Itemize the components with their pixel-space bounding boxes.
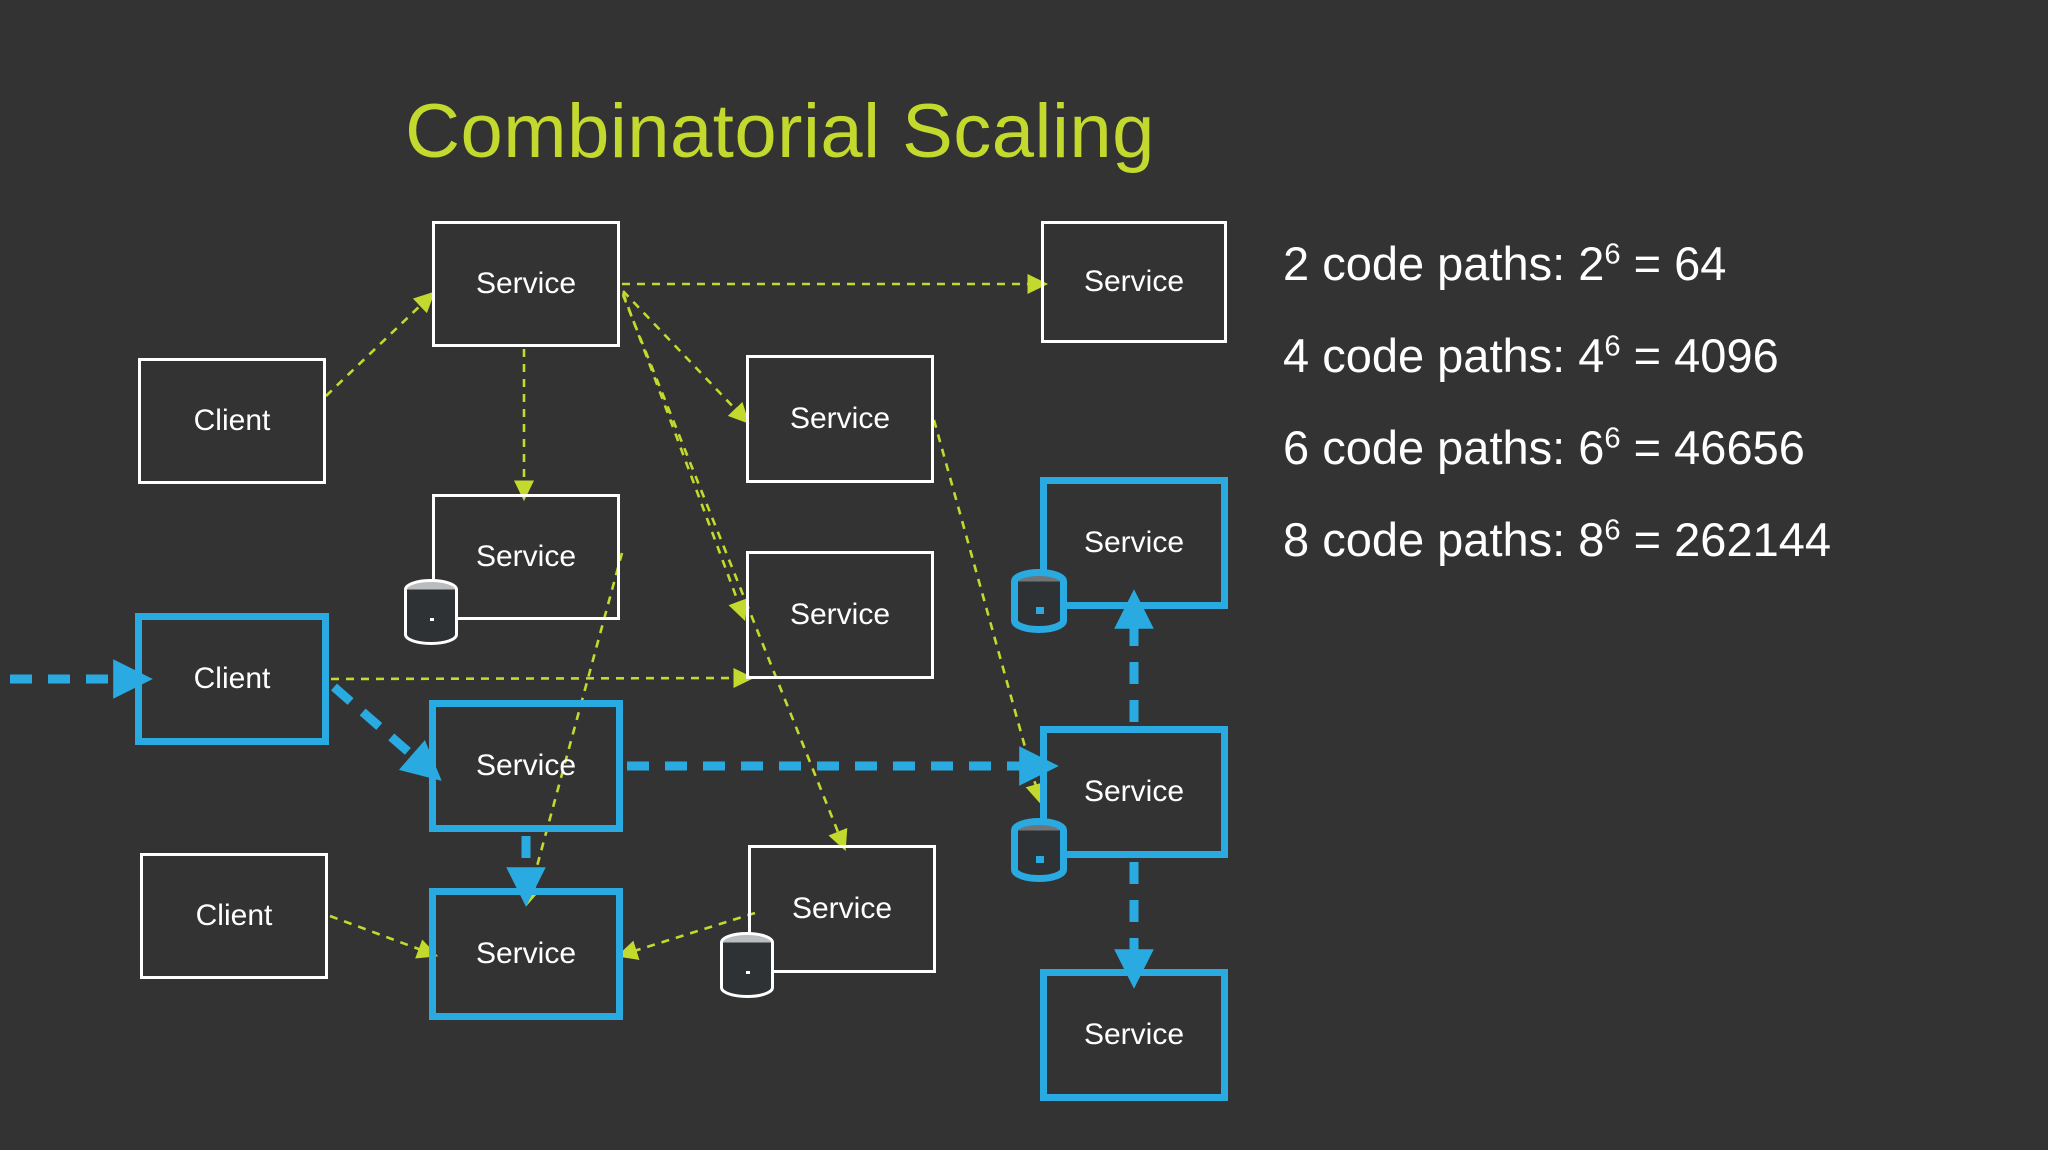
node-service-a[interactable]: Service xyxy=(432,221,620,347)
node-label: Service xyxy=(1083,526,1185,559)
node-label: Client xyxy=(195,899,273,932)
page-title: Combinatorial Scaling xyxy=(405,89,1155,174)
legend-line-result: = 4096 xyxy=(1620,329,1779,382)
edge-service-e-to-service-j xyxy=(932,419,1046,805)
legend-line-result: = 64 xyxy=(1620,237,1727,290)
edge-client-mid-to-service-c xyxy=(331,683,442,781)
database-connector xyxy=(1035,856,1044,863)
node-client-top[interactable]: Client xyxy=(138,358,326,484)
node-label: Service xyxy=(1083,775,1185,808)
database-cylinder-icon xyxy=(1011,569,1067,633)
node-label: Service xyxy=(1083,1018,1185,1051)
edge-service-g-to-service-d xyxy=(616,911,756,960)
node-label: Service xyxy=(475,267,577,300)
node-label: Service xyxy=(475,540,577,573)
database-connector xyxy=(1035,607,1044,614)
legend-line-exponent: 6 xyxy=(1604,514,1621,547)
node-service-d[interactable]: Service xyxy=(429,888,623,1020)
node-service-e[interactable]: Service xyxy=(746,355,934,483)
edge-service-a-to-service-f xyxy=(621,292,748,622)
edge-service-b-to-service-d xyxy=(521,552,624,907)
legend-line-prefix: 4 code paths: 4 xyxy=(1283,329,1605,382)
node-label: Service xyxy=(789,402,891,435)
database-cylinder-icon xyxy=(1011,818,1067,882)
edge-client-bottom-to-service-d xyxy=(329,914,439,959)
database-connector xyxy=(429,618,434,621)
edge-group-plain xyxy=(325,273,1049,960)
legend-line-prefix: 8 code paths: 8 xyxy=(1283,513,1605,566)
legend-line-exponent: 6 xyxy=(1604,422,1621,455)
node-service-b[interactable]: Service xyxy=(432,494,620,620)
legend-line-4: 8 code paths: 86 = 262144 xyxy=(1283,494,2043,586)
database-connector xyxy=(745,971,750,974)
node-service-i[interactable]: Service xyxy=(1040,477,1228,609)
legend-line-result: = 46656 xyxy=(1620,421,1805,474)
node-client-mid[interactable]: Client xyxy=(135,613,329,745)
node-service-k[interactable]: Service xyxy=(1040,969,1228,1101)
node-label: Service xyxy=(1083,265,1185,298)
node-label: Service xyxy=(789,598,891,631)
database-cylinder-icon xyxy=(720,932,774,998)
legend-line-3: 6 code paths: 66 = 46656 xyxy=(1283,402,2043,494)
node-service-j[interactable]: Service xyxy=(1040,726,1228,858)
node-label: Client xyxy=(193,662,271,695)
edge-client-mid-to-service-f xyxy=(330,667,755,689)
legend-line-exponent: 6 xyxy=(1604,330,1621,363)
node-service-f[interactable]: Service xyxy=(746,551,934,679)
legend-line-exponent: 6 xyxy=(1604,238,1621,271)
node-label: Service xyxy=(475,749,577,782)
node-service-g[interactable]: Service xyxy=(748,845,936,973)
legend-line-prefix: 2 code paths: 2 xyxy=(1283,237,1605,290)
legend-line-result: = 262144 xyxy=(1620,513,1832,566)
legend-line-prefix: 6 code paths: 6 xyxy=(1283,421,1605,474)
database-cylinder-icon xyxy=(404,579,458,645)
edge-client-top-to-service-a xyxy=(325,291,435,397)
node-service-h[interactable]: Service xyxy=(1041,221,1227,343)
edge-service-a-to-service-g xyxy=(621,294,848,851)
node-client-bottom[interactable]: Client xyxy=(140,853,328,979)
node-service-c[interactable]: Service xyxy=(429,700,623,832)
node-label: Service xyxy=(791,892,893,925)
legend-line-1: 2 code paths: 26 = 64 xyxy=(1283,218,2043,310)
node-label: Service xyxy=(475,937,577,970)
edge-group-highlight xyxy=(10,589,1154,989)
legend-line-2: 4 code paths: 46 = 4096 xyxy=(1283,310,2043,402)
edge-service-a-to-service-e xyxy=(622,290,750,424)
node-label: Client xyxy=(193,404,271,437)
